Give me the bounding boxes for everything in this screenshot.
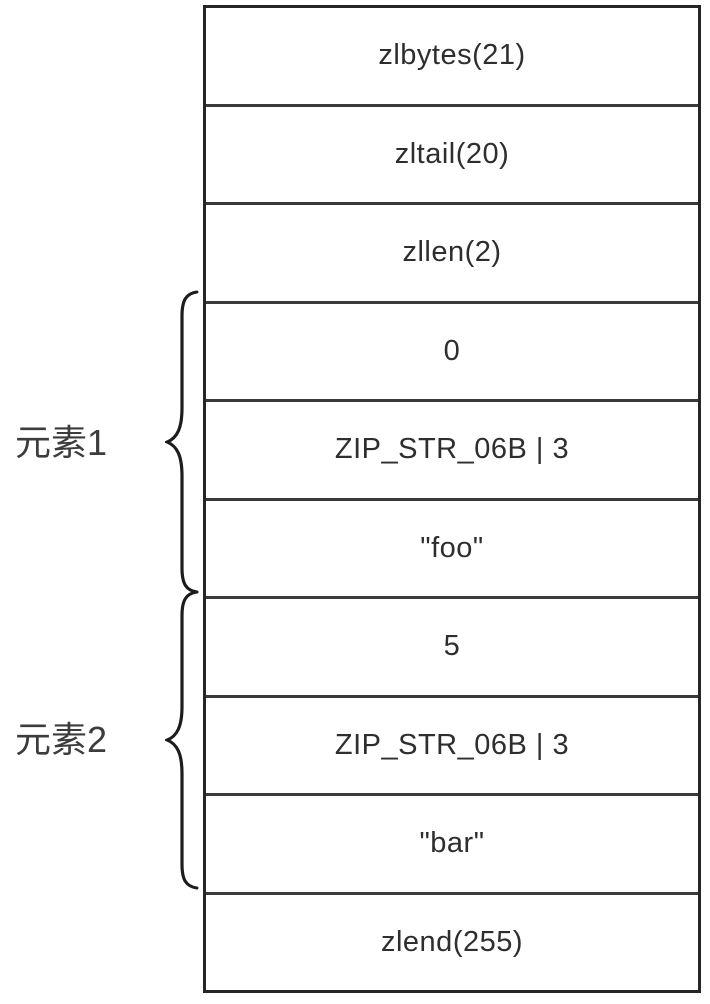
element2-label: 元素2 [14,719,108,760]
ziplist-table: zlbytes(21) zltail(20) zllen(2) 0 ZIP_ST… [203,5,701,993]
cell-label: 5 [443,630,461,663]
element2-brace [165,590,199,890]
cell-label: "foo" [420,531,484,564]
cell-label: zllen(2) [402,236,502,269]
cell-label: zlbytes(21) [378,39,526,72]
element1-brace [165,290,199,594]
cell-label: zltail(20) [394,137,510,170]
table-row-zlend: zlend(255) [206,891,698,991]
cell-label: zlend(255) [380,925,524,958]
table-row-zlbytes: zlbytes(21) [206,8,698,104]
table-row-entry2-content: "bar" [206,793,698,892]
table-row-entry1-content: "foo" [206,497,698,597]
cell-label: ZIP_STR_06B | 3 [334,728,570,761]
table-row-entry2-encoding: ZIP_STR_06B | 3 [206,694,698,794]
table-row-zltail: zltail(20) [206,103,698,203]
table-row-entry1-encoding: ZIP_STR_06B | 3 [206,399,698,498]
cell-label: 0 [443,334,461,367]
table-row-zllen: zllen(2) [206,202,698,301]
table-row-entry2-prevlen: 5 [206,596,698,695]
table-row-entry1-prevlen: 0 [206,300,698,400]
cell-label: ZIP_STR_06B | 3 [334,433,570,466]
element1-label: 元素1 [14,422,108,463]
cell-label: "bar" [419,827,485,860]
